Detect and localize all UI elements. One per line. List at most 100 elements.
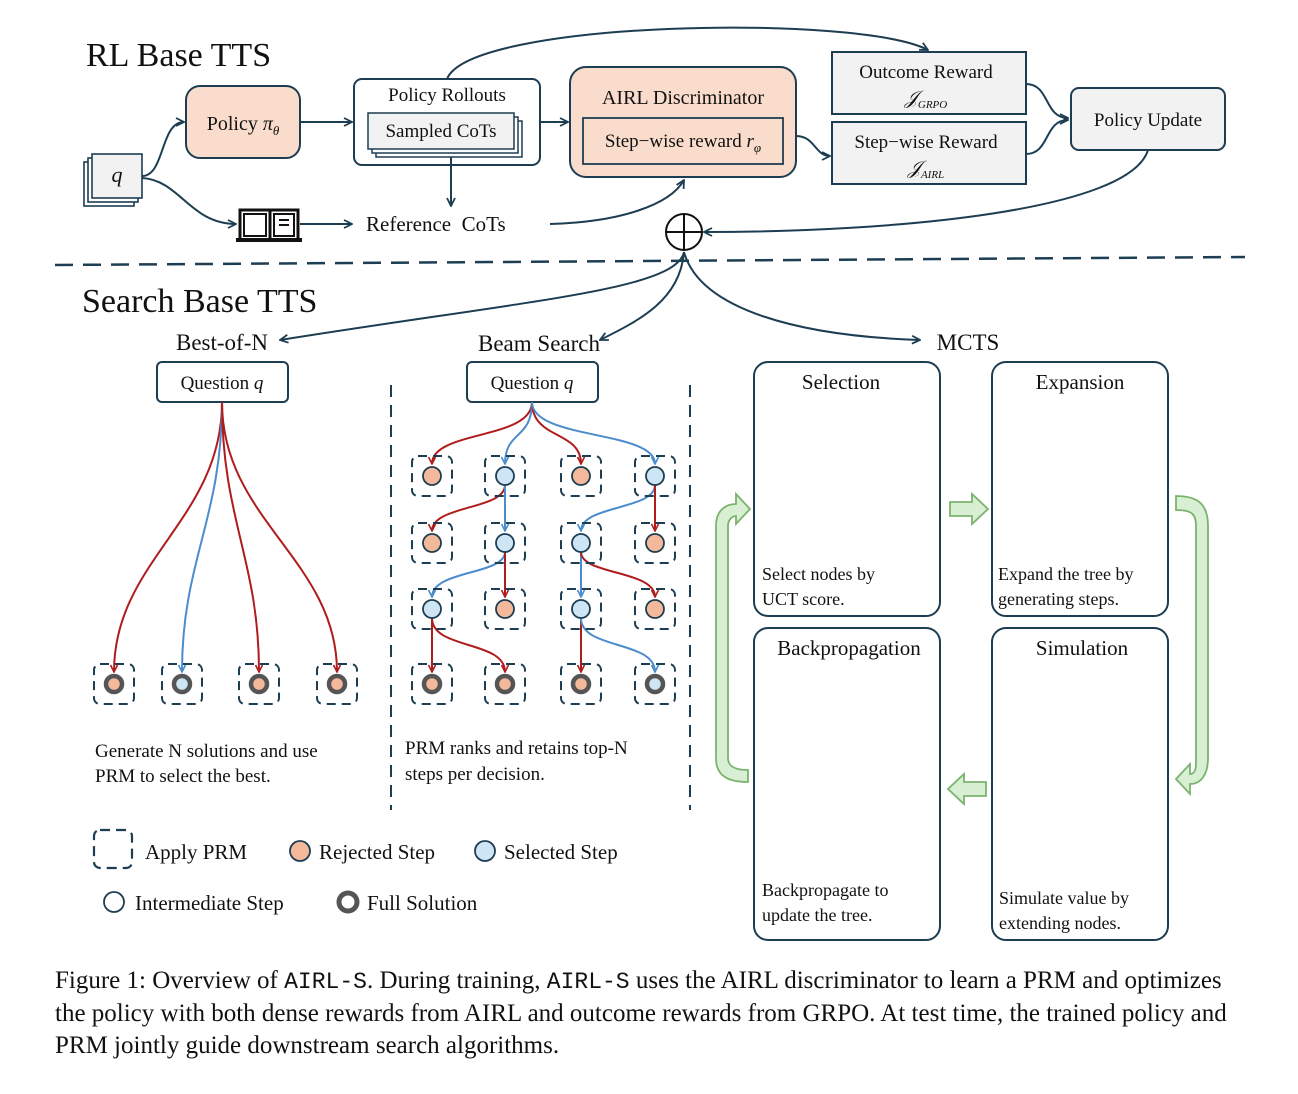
apply-prm-box (484, 663, 526, 705)
beam-desc-line2: steps per decision. (405, 764, 545, 785)
apply-prm-box (411, 588, 453, 630)
full-solution-node (171, 673, 193, 695)
apply-prm-box (93, 663, 135, 705)
beam-edge (432, 551, 506, 597)
apply-prm-box (238, 663, 280, 705)
airl-label: AIRL Discriminator (602, 87, 764, 109)
full-solution-node (570, 673, 592, 695)
stepwise-reward-output-label: Step−wise Reward (854, 132, 998, 153)
selected-step-node (571, 599, 591, 619)
beam-question-label: Question q (491, 373, 574, 394)
backpropagation-title: Backpropagation (777, 636, 921, 660)
selection-panel (753, 361, 941, 617)
full-solution-node (326, 673, 348, 695)
simulation-desc-line1: Simulate value by (999, 888, 1129, 908)
rl-section-title: RL Base TTS (86, 37, 271, 74)
figure-caption: Figure 1: Overview of AIRL-S. During tra… (55, 967, 1227, 1059)
expansion-title: Expansion (1036, 370, 1125, 394)
section-divider (54, 255, 1246, 267)
legend-full: Full Solution (367, 891, 478, 915)
policy-label: Policy πθ (207, 113, 280, 138)
legend: Apply PRM Rejected Step Selected Step In… (92, 828, 618, 915)
stepwise-reward-label: Step−wise reward rφ (605, 131, 761, 155)
apply-prm-box (634, 522, 676, 564)
beam-edge (432, 401, 533, 464)
expansion-desc-line2: generating steps. (998, 589, 1119, 609)
best-of-n-question-label: Question q (181, 373, 264, 394)
legend-selected: Selected Step (504, 840, 618, 864)
mcts-title: MCTS (937, 330, 1000, 355)
outcome-reward-label: Outcome Reward (859, 62, 993, 83)
legend-rejected: Rejected Step (319, 840, 435, 864)
best-of-n-path (182, 401, 223, 672)
apply-prm-box (411, 455, 453, 497)
legend-apply-prm-swatch (92, 828, 134, 870)
apply-prm-box (560, 588, 602, 630)
beam-edge (505, 401, 533, 464)
selected-step-node (645, 466, 665, 486)
backpropagation-desc-line2: update the tree. (762, 905, 872, 925)
best-of-n-path (221, 401, 337, 672)
apply-prm-box (560, 522, 602, 564)
apply-prm-box (316, 663, 358, 705)
beam-edge (431, 617, 505, 672)
full-solution-node (248, 673, 270, 695)
legend-intermediate-swatch (103, 891, 125, 913)
selected-step-node (571, 533, 591, 553)
selection-desc-line1: Select nodes by (762, 564, 875, 584)
apply-prm-box (560, 663, 602, 705)
beam-edge (531, 401, 581, 464)
beam-edge (580, 617, 655, 672)
apply-prm-box (560, 455, 602, 497)
full-solution-node (644, 673, 666, 695)
overview-diagram: RL Base TTS q Policy πθ Policy Rollouts … (54, 26, 1246, 941)
mcts-cycle-arrows (715, 491, 1209, 807)
selected-step-node (422, 599, 442, 619)
apply-prm-box (634, 663, 676, 705)
best-of-n-path (114, 401, 223, 672)
rejected-step-node (495, 599, 515, 619)
rejected-step-node (645, 533, 665, 553)
best-of-n-title: Best-of-N (176, 330, 268, 355)
circle-plus-icon (665, 213, 703, 251)
beam-edge (581, 484, 656, 531)
expansion-desc-line1: Expand the tree by (998, 564, 1133, 584)
outcome-reward-box (831, 51, 1027, 115)
rejected-step-node (422, 533, 442, 553)
legend-apply-prm: Apply PRM (145, 840, 247, 864)
backpropagation-panel (753, 627, 941, 941)
apply-prm-box (484, 522, 526, 564)
sampled-cots-label: Sampled CoTs (385, 121, 496, 142)
expansion-panel (991, 361, 1169, 617)
beam-edge (531, 401, 655, 464)
rejected-step-node (645, 599, 665, 619)
search-section-title: Search Base TTS (82, 283, 317, 320)
question-symbol: q (112, 162, 123, 187)
legend-selected-swatch (474, 840, 496, 862)
simulation-panel (991, 627, 1169, 941)
policy-update-label: Policy Update (1094, 110, 1202, 131)
legend-rejected-swatch (289, 840, 311, 862)
best-of-n-desc-line1: Generate N solutions and use (95, 741, 318, 762)
rl-arrows (141, 26, 1149, 340)
best-of-n-path (221, 401, 259, 672)
question-stack-icon: q (83, 153, 143, 207)
selection-desc-line2: UCT score. (762, 589, 845, 609)
apply-prm-box (484, 588, 526, 630)
selection-title: Selection (802, 370, 881, 394)
apply-prm-box (484, 455, 526, 497)
beam-search-title: Beam Search (478, 331, 600, 356)
simulation-title: Simulation (1036, 636, 1129, 660)
full-solution-node (103, 673, 125, 695)
rejected-step-node (571, 466, 591, 486)
beam-edge (432, 484, 506, 531)
rejected-step-node (422, 466, 442, 486)
beam-edge (580, 551, 655, 597)
selected-step-node (495, 466, 515, 486)
best-of-n-desc-line2: PRM to select the best. (95, 766, 271, 787)
rollouts-label: Policy Rollouts (388, 85, 506, 106)
apply-prm-box (634, 455, 676, 497)
full-solution-node (494, 673, 516, 695)
legend-full-swatch (336, 890, 360, 914)
stepwise-reward-box (582, 117, 784, 165)
